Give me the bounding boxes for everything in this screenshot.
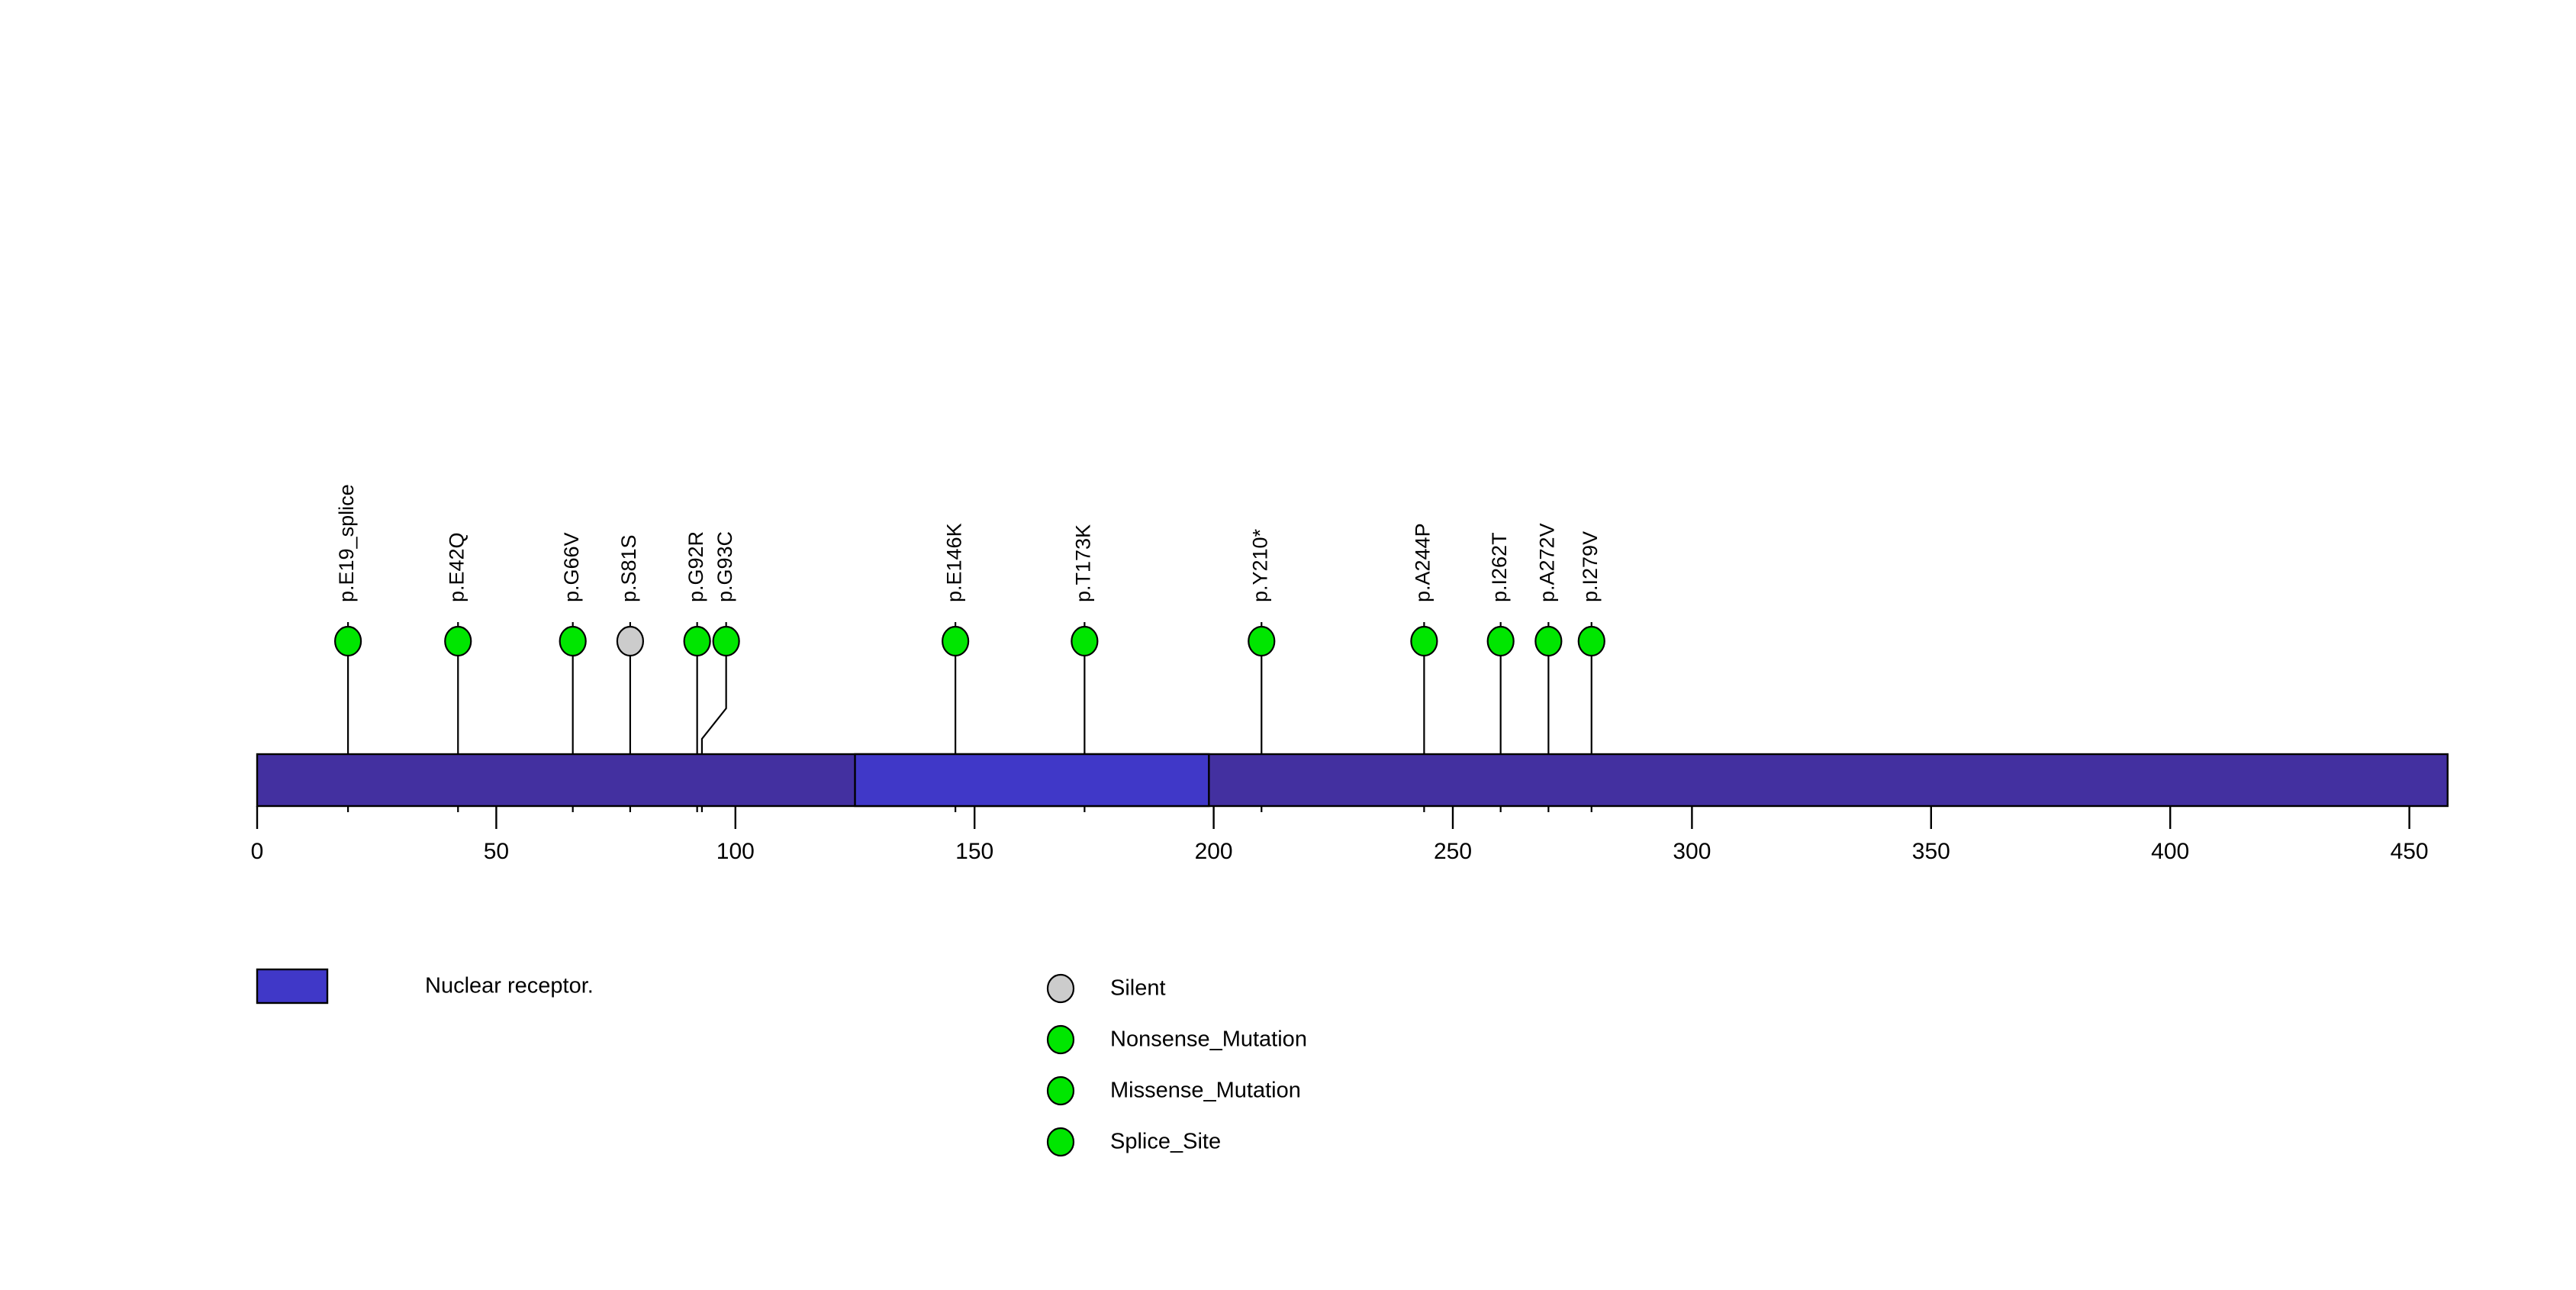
axis-tick-label: 100 — [716, 839, 755, 864]
mutation-labels-layer: p.E19_splice p.E42Q p.G66V p.S81S p.G92R p.G9… — [335, 484, 1602, 602]
lollipop-marker[interactable] — [333, 625, 362, 657]
domain-legend-layer: Nuclear receptor. — [256, 968, 594, 1005]
mutation-label: p.E42Q — [445, 532, 468, 602]
mutation-label: p.I279V — [1579, 531, 1602, 602]
lollipop-markers-layer — [333, 622, 1605, 657]
axis-tick-label: 200 — [1195, 839, 1233, 864]
axis-tick-label: 350 — [1912, 839, 1950, 864]
axis-tick-label: 50 — [484, 839, 509, 864]
lollipop-marker[interactable] — [1486, 625, 1515, 657]
lollipop-marker[interactable] — [616, 625, 645, 657]
lollipop-marker[interactable] — [683, 625, 711, 657]
mutation-type-legend-label: Nonsense_Mutation — [1110, 1027, 1307, 1052]
mutation-type-legend-marker — [1046, 1076, 1075, 1106]
axis-tick-label: 0 — [251, 839, 264, 864]
protein-domain-region[interactable] — [854, 753, 1210, 808]
axis-tick-label: 450 — [2391, 839, 2429, 864]
lollipop-marker[interactable] — [1248, 625, 1276, 657]
mutation-label: p.S81S — [617, 534, 640, 602]
mutation-label: p.G92R — [684, 531, 707, 602]
mutation-label: p.E146K — [942, 523, 965, 602]
mutation-label: p.G93C — [713, 531, 736, 602]
axis-tick-label: 400 — [2151, 839, 2189, 864]
mutation-type-legend-marker — [1046, 973, 1075, 1004]
mutation-label: p.T173K — [1071, 524, 1094, 602]
mutation-label: p.Y210* — [1248, 528, 1271, 602]
mutation-label: p.I262T — [1488, 532, 1511, 602]
mutation-type-legend-label: Silent — [1110, 976, 1166, 1001]
lollipop-marker[interactable] — [1577, 625, 1605, 657]
mutation-label: p.A244P — [1412, 523, 1435, 602]
lollipop-marker[interactable] — [559, 625, 587, 657]
axis-tick-label: 250 — [1434, 839, 1472, 864]
lollipop-marker[interactable] — [1534, 625, 1563, 657]
protein-backbone — [256, 753, 2449, 808]
mutation-label: p.A272V — [1535, 523, 1558, 602]
protein-backbone-layer — [256, 753, 2449, 808]
mutation-type-legend-marker — [1046, 1127, 1075, 1157]
lollipop-marker[interactable] — [712, 625, 740, 657]
mutation-label: p.E19_splice — [335, 484, 358, 602]
lollipop-marker[interactable] — [444, 625, 472, 657]
domain-legend-label: Nuclear receptor. — [425, 974, 594, 998]
domain-legend-swatch — [256, 968, 329, 1005]
mutation-label: p.G66V — [560, 532, 583, 602]
mutation-type-legend-layer: SilentNonsense_MutationMissense_Mutation… — [1046, 973, 1307, 1157]
lollipop-marker[interactable] — [1071, 625, 1099, 657]
lollipop-marker[interactable] — [942, 625, 970, 657]
mutation-type-legend-marker — [1046, 1024, 1075, 1055]
mutation-type-legend-label: Missense_Mutation — [1110, 1079, 1301, 1103]
axis-tick-label: 300 — [1673, 839, 1711, 864]
lollipop-marker[interactable] — [1410, 625, 1438, 657]
protein-domains-layer — [854, 753, 1210, 808]
mutation-type-legend-label: Splice_Site — [1110, 1130, 1221, 1154]
position-axis-layer: 0 50 100 150 200 250 300 350 400 450 — [251, 806, 2429, 864]
axis-tick-label: 150 — [955, 839, 993, 864]
